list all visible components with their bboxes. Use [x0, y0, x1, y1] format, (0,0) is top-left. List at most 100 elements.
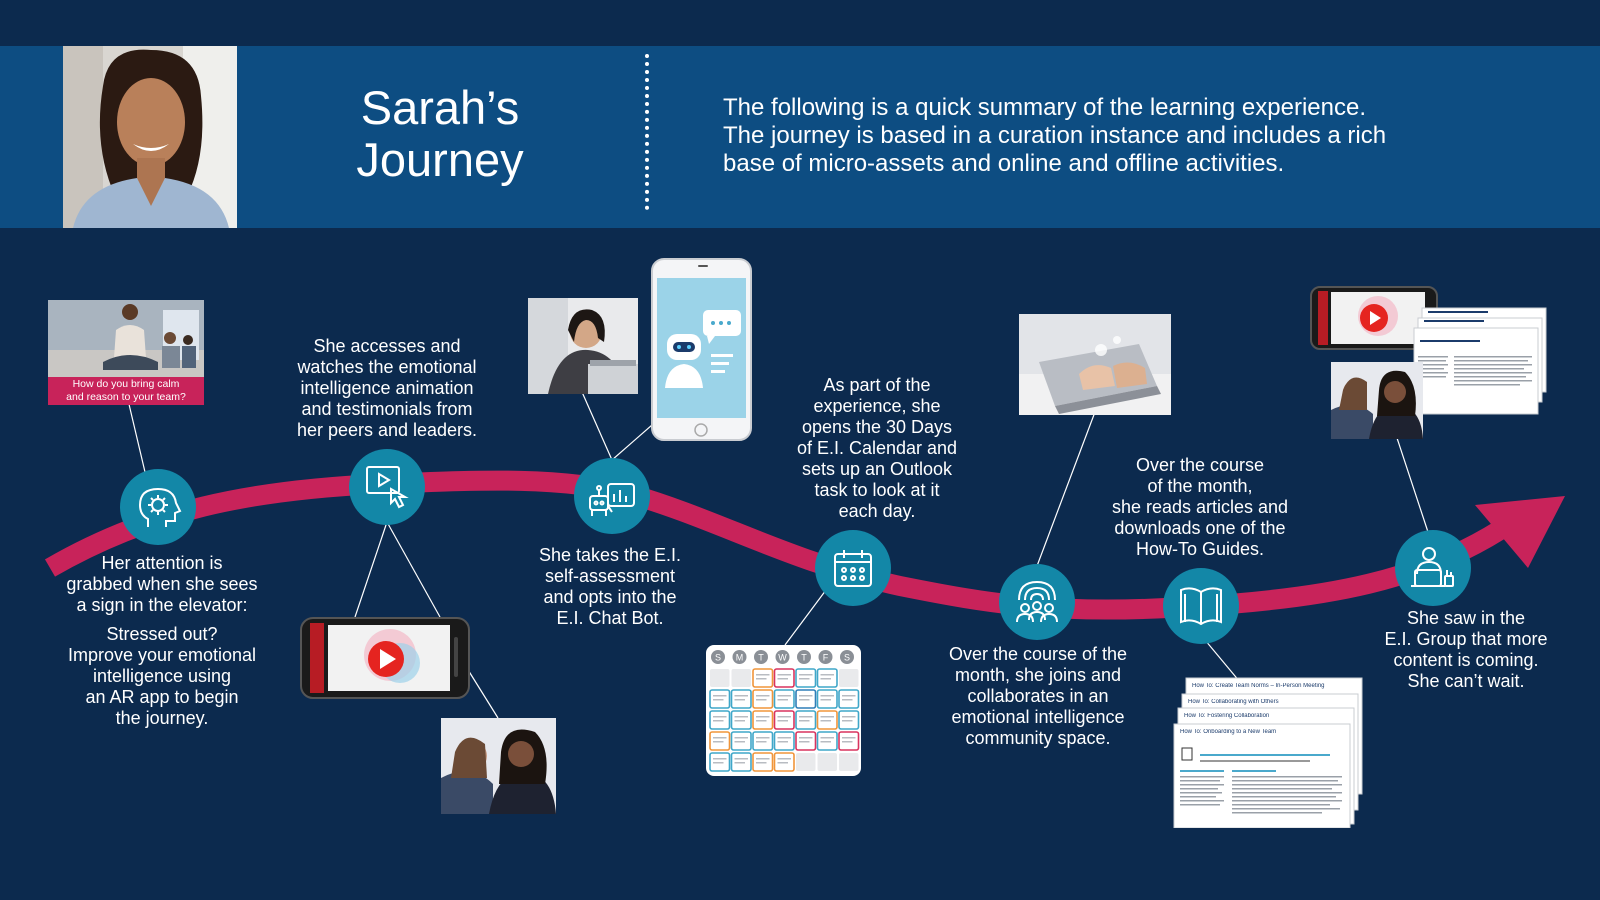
calendar-cell-line — [734, 737, 748, 739]
summary-line: base of micro-assets and online and offl… — [723, 150, 1285, 177]
calendar-cell-line — [777, 695, 791, 697]
calendar-cell-line — [756, 674, 770, 676]
step-node-community — [999, 564, 1075, 640]
video-phone-small-image — [1310, 286, 1438, 350]
person-laptop-icon — [1411, 547, 1454, 587]
caption-line: each day. — [838, 501, 916, 521]
caption-line: E.I. Group that more — [1384, 629, 1548, 649]
calendar-cell-line — [734, 695, 748, 697]
calendar-cell-line — [842, 716, 856, 718]
calendar-cell-line — [820, 678, 831, 680]
calendar-cell-line — [756, 716, 770, 718]
calendar-cell-line — [713, 741, 724, 743]
video-click-icon — [366, 466, 409, 509]
calendar-cell-line — [777, 674, 791, 676]
calendar-cell-line — [734, 699, 745, 701]
caption-line: watches the emotional — [297, 357, 477, 377]
calendar-weekday-label: M — [736, 653, 744, 663]
calendar-cell-line — [756, 720, 767, 722]
caption-line: opens the 30 Days — [801, 417, 953, 437]
calendar-cell-line — [713, 737, 727, 739]
colleagues-photo-small — [1331, 362, 1423, 439]
caption-line: and testimonials from — [301, 399, 473, 419]
step-node-chatbot — [574, 458, 650, 534]
guide-title: How To: Fostering Collaboration — [1184, 713, 1270, 719]
dotted-divider — [645, 54, 649, 210]
step-5-caption: Over the course of the month, she joins … — [918, 644, 1158, 749]
header-band — [0, 46, 1600, 228]
step-7-caption: She saw in the E.I. Group that more cont… — [1346, 608, 1586, 692]
how-to-guides-stack: How To: Create Team Norms – In-Person Me… — [1172, 676, 1364, 828]
calendar-cell-line — [842, 741, 853, 743]
calendar-day-cell — [731, 669, 751, 687]
chatbot-phone-image — [651, 258, 752, 441]
caption-line: Her attention is — [101, 553, 223, 573]
calendar-cell-line — [734, 716, 748, 718]
calendar-day-cell — [839, 669, 859, 687]
caption-line: grabbed when she sees — [66, 574, 258, 594]
caption-quote-line: Improve your emotional — [67, 645, 257, 665]
title-line: Journey — [356, 133, 524, 186]
caption-line: self-assessment — [544, 566, 676, 586]
guide-title: How To: Onboarding to a New Team — [1180, 729, 1277, 735]
calendar-weekday-dot — [818, 650, 833, 664]
calendar-cell-line — [756, 762, 767, 764]
step-node-group — [1395, 530, 1471, 606]
caption-line: She accesses and — [313, 336, 461, 356]
calendar-weekday-label: S — [844, 653, 850, 663]
caption-line: As part of the — [823, 375, 931, 395]
step-node-reading — [1163, 568, 1239, 644]
sign-caption-line: How do you bring calm — [72, 378, 180, 390]
calendar-cell-line — [756, 699, 767, 701]
caption-line: intelligence animation — [300, 378, 474, 398]
calendar-cell-line — [756, 695, 770, 697]
calendar-cell-line — [756, 737, 770, 739]
how-to-guides-small — [1412, 306, 1548, 416]
calendar-cell-line — [777, 737, 791, 739]
calendar-cell-line — [799, 720, 810, 722]
sign-caption-line: and reason to your team? — [66, 391, 186, 403]
step-1-caption: Her attention is grabbed when she sees a… — [42, 553, 282, 729]
caption-quote-line: Stressed out? — [106, 624, 218, 644]
head-gear-icon — [138, 487, 182, 527]
calendar-cell-line — [799, 695, 813, 697]
caption-line: and opts into the — [543, 587, 677, 607]
summary-line: The journey is based in a curation insta… — [723, 122, 1387, 149]
caption-line: E.I. Chat Bot. — [556, 608, 664, 628]
calendar-cell-line — [777, 716, 791, 718]
calendar-cell-line — [799, 678, 810, 680]
caption-line: sets up an Outlook — [801, 459, 953, 479]
guide-title: How To: Collaborating with Others — [1188, 699, 1279, 705]
calendar-cell-line — [777, 741, 788, 743]
calendar-day-cell — [710, 669, 730, 687]
calendar-cell-line — [713, 695, 727, 697]
calendar-cell-line — [713, 758, 727, 760]
typing-laptop-photo — [1019, 314, 1171, 415]
step-node-calendar — [815, 530, 891, 606]
journey-path — [44, 470, 1506, 620]
caption-line: month, she joins and — [954, 665, 1122, 685]
calendar-cell-line — [713, 720, 724, 722]
summary-text: The following is a quick summary of the … — [723, 94, 1523, 178]
sign-caption: How do you bring calm and reason to your… — [48, 377, 204, 405]
step-4-caption: As part of the experience, she opens the… — [767, 375, 987, 522]
calendar-cell-line — [713, 762, 724, 764]
calendar-weekday-label: S — [715, 653, 721, 663]
calendar-cell-line — [777, 678, 788, 680]
video-phone-image — [300, 617, 470, 699]
calendar-cell-line — [799, 716, 813, 718]
calendar-cell-line — [820, 720, 831, 722]
community-icon — [1016, 580, 1058, 623]
calendar-weekday-dot — [775, 650, 790, 664]
caption-line: a sign in the elevator: — [76, 595, 248, 615]
calendar-day-cell — [817, 753, 837, 771]
calendar-weekday-label: F — [823, 653, 829, 663]
calendar-cell-line — [820, 695, 834, 697]
calendar-cell-line — [756, 741, 767, 743]
calendar-cell-line — [820, 741, 831, 743]
caption-line: of E.I. Calendar and — [796, 438, 958, 458]
calendar-cell-line — [713, 716, 727, 718]
calendar-cell-line — [777, 758, 791, 760]
caption-line: How-To Guides. — [1135, 539, 1265, 559]
